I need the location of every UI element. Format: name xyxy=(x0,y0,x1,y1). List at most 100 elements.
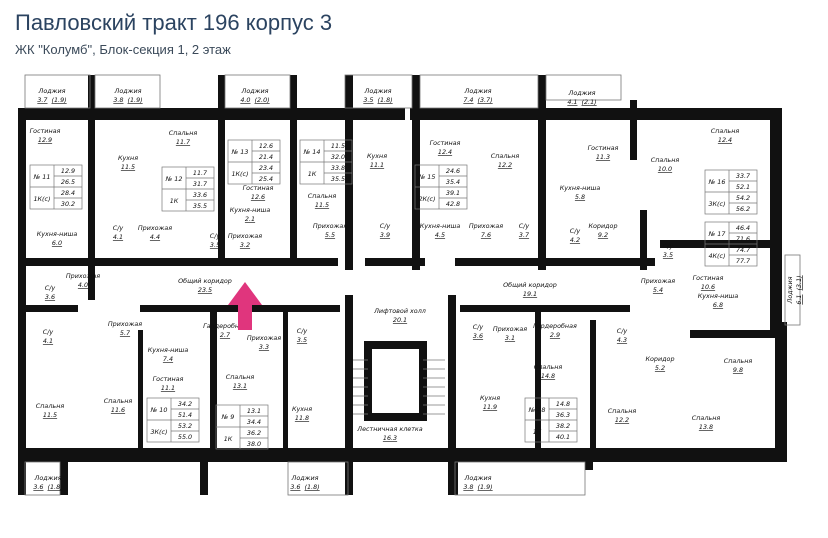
wall xyxy=(590,320,596,460)
room-area: 3.6 xyxy=(290,483,300,491)
apartment-number: № 18 xyxy=(528,406,546,414)
loggia-outline xyxy=(94,74,161,109)
wall xyxy=(450,450,458,495)
room-area: 6.8 xyxy=(713,301,723,309)
apartment-area: 23.4 xyxy=(259,164,273,172)
loggia-outline xyxy=(454,461,586,496)
page-title: Павловский тракт 196 корпус 3 xyxy=(15,10,333,35)
apartment-area: 34.2 xyxy=(178,400,192,408)
apartment-number: № 15 xyxy=(418,173,436,181)
room-area: 3.8 xyxy=(113,96,123,104)
room-area-reduced: (1.8) xyxy=(48,483,63,491)
room-name: Лоджия xyxy=(464,87,492,95)
apartment-area: 33.7 xyxy=(736,172,750,180)
room-name: Гостиная xyxy=(588,144,619,152)
apartment-type: 1К xyxy=(308,170,317,178)
room-name: Гардеробная xyxy=(533,322,577,330)
apartment-type: 1К xyxy=(224,435,233,443)
apartment-area: 55.0 xyxy=(178,433,192,441)
room-area: 6.1 xyxy=(795,294,803,304)
room-area-reduced: (3.1) xyxy=(795,275,803,290)
room-name: С/у xyxy=(43,328,54,336)
room-name: Кухня-ниша xyxy=(37,230,78,238)
room-area: 3.6 xyxy=(45,293,55,301)
room-name: Лоджия xyxy=(291,474,319,482)
wall xyxy=(18,448,785,462)
apartment-area: 12.6 xyxy=(259,142,273,150)
apartment-area: 38.0 xyxy=(247,440,261,448)
wall xyxy=(200,450,208,495)
room-area: 10.6 xyxy=(701,283,715,291)
wall xyxy=(290,75,297,265)
loggia-outline xyxy=(224,74,291,109)
wall xyxy=(138,330,143,450)
wall xyxy=(538,75,546,270)
wall xyxy=(690,330,780,338)
apartment-area: 40.1 xyxy=(556,433,570,441)
apartment-number: № 11 xyxy=(33,173,51,181)
apartment-area: 13.1 xyxy=(247,407,261,415)
room-name: Кухня xyxy=(367,152,387,160)
room-area: 13.8 xyxy=(699,423,713,431)
room-name: Спальня xyxy=(711,127,740,135)
loggia-outline xyxy=(784,254,801,326)
apartment-number: № 12 xyxy=(165,175,183,183)
apartment-type: 1К(с) xyxy=(231,170,248,178)
room-name: Прихожая xyxy=(138,224,172,232)
room-area: 3.7 xyxy=(519,231,529,239)
apartment-number: № 17 xyxy=(708,230,726,238)
room-area: 10.0 xyxy=(658,165,672,173)
room-name: Лоджия xyxy=(568,89,596,97)
room-name: Лоджия xyxy=(114,87,142,95)
apartment-type: 1К(с) xyxy=(33,195,50,203)
room-name: Спальня xyxy=(724,357,753,365)
room-name: Гостиная xyxy=(153,375,184,383)
apartment-area: 39.1 xyxy=(446,189,460,197)
room-name: Кухня-ниша xyxy=(420,222,461,230)
room-name: С/у xyxy=(663,242,674,250)
apartment-area: 31.7 xyxy=(193,180,207,188)
room-area: 5.8 xyxy=(575,193,585,201)
room-area-reduced: (1.8) xyxy=(378,96,393,104)
room-area: 12.6 xyxy=(251,193,265,201)
room-area: 4.1 xyxy=(113,233,123,241)
room-area: 12.9 xyxy=(38,136,52,144)
wall xyxy=(345,295,353,495)
